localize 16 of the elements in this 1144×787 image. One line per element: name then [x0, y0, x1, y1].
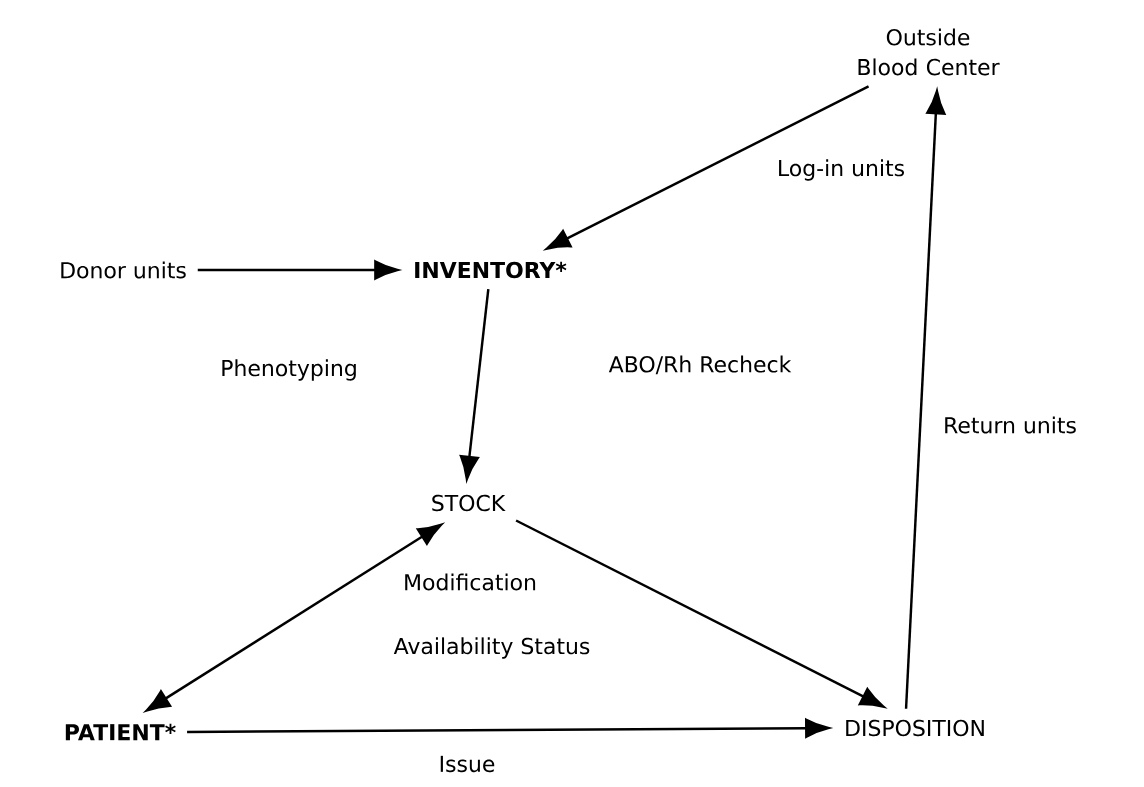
flow-label: STOCK: [432, 494, 506, 512]
arrow: [187, 718, 830, 738]
flow-label: PATIENT*: [65, 723, 176, 741]
flow-label: Phenotyping: [222, 359, 356, 381]
flow-label: DISPOSITION: [846, 719, 984, 737]
edge-label: Issue: [435, 752, 499, 776]
edge-label: Return units: [939, 413, 1081, 437]
arrow: [145, 523, 443, 712]
flow-label: Outside Blood Center: [858, 28, 1000, 76]
arrow: [515, 519, 885, 708]
flow-label: Donor units: [61, 261, 186, 279]
flow-label: INVENTORY*: [415, 261, 567, 279]
flow-label: Modification: [405, 573, 536, 591]
arrow: [197, 260, 399, 280]
flow-label: ABO/Rh Recheck: [608, 355, 792, 375]
flow-label: Availability Status: [393, 637, 590, 659]
